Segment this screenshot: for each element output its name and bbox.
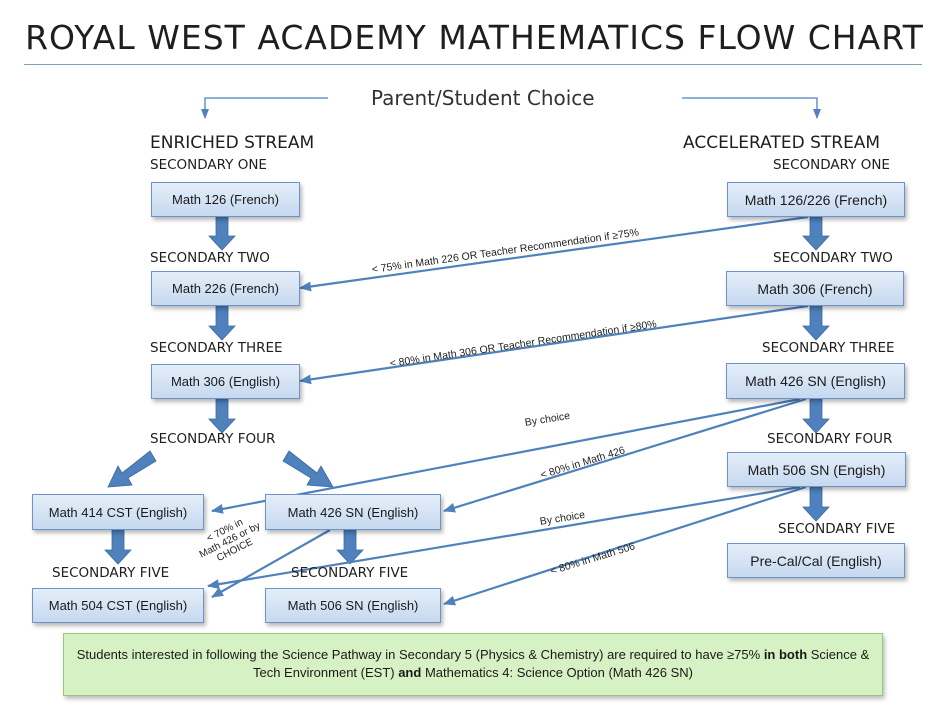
enriched-sec4-label: SECONDARY FOUR <box>150 431 276 447</box>
science-pathway-note: Students interested in following the Sci… <box>63 633 883 696</box>
transition-a4-to-cst5 <box>207 485 801 590</box>
enriched-sec2-label: SECONDARY TWO <box>150 250 270 266</box>
parent-student-choice-label: Parent/Student Choice <box>371 86 595 110</box>
course-math-426-sn-accelerated: Math 426 SN (English) <box>726 363 905 399</box>
cst-sec5-label: SECONDARY FIVE <box>52 565 170 581</box>
transition-a1-to-e2 <box>299 215 809 292</box>
accelerated-sec3-label: SECONDARY THREE <box>762 340 895 356</box>
choice-arrow-right <box>682 97 821 119</box>
course-math-126-226-french: Math 126/226 (French) <box>727 182 905 217</box>
block-arrow-e3-sec4 <box>208 398 236 434</box>
accelerated-sec1-label: SECONDARY ONE <box>773 157 890 173</box>
note-text-bold1: in both <box>763 647 808 662</box>
block-arrow-e1-e2 <box>208 216 236 251</box>
accelerated-sec2-label: SECONDARY TWO <box>773 250 893 266</box>
block-arrow-cst4-cst5 <box>104 529 132 565</box>
note-text-part2: Science & Tech Environment (EST) <box>252 647 870 680</box>
sn-sec5-label: SECONDARY FIVE <box>291 565 409 581</box>
accelerated-sec4-label: SECONDARY FOUR <box>767 431 893 447</box>
block-arrow-a1-a2 <box>802 216 830 251</box>
block-arrow-split-cst <box>107 450 157 488</box>
transition-a3-to-sn4 <box>443 397 807 513</box>
title-divider <box>24 64 922 65</box>
note-text-bold2: and <box>398 665 422 680</box>
block-arrow-a4-a5 <box>802 486 830 522</box>
course-math-426-sn: Math 426 SN (English) <box>265 494 441 530</box>
enriched-stream-label: ENRICHED STREAM <box>150 133 315 153</box>
choice-arrow-left <box>201 97 328 119</box>
note-text-part3: Mathematics 4: Science Option (Math 426 … <box>421 665 694 680</box>
block-arrow-split-sn <box>282 450 334 488</box>
accelerated-sec5-label: SECONDARY FIVE <box>778 521 896 537</box>
course-math-506-sn-accelerated: Math 506 SN (Engish) <box>727 452 906 487</box>
note-text-part1: Students interested in following the Sci… <box>76 647 764 662</box>
course-math-306-french: Math 306 (French) <box>726 271 904 306</box>
block-arrow-a2-a3 <box>802 305 830 341</box>
transition-a3-to-cst4 <box>211 397 801 514</box>
course-math-506-sn: Math 506 SN (English) <box>265 588 441 623</box>
page-title: ROYAL WEST ACADEMY MATHEMATICS FLOW CHAR… <box>25 18 924 57</box>
block-arrow-sn4-sn5 <box>336 529 364 565</box>
course-math-414-cst: Math 414 CST (English) <box>32 494 204 530</box>
course-math-504-cst: Math 504 CST (English) <box>32 588 204 623</box>
block-arrow-e2-e3 <box>208 305 236 341</box>
transition-a4-to-sn5 <box>443 485 807 606</box>
course-precal-cal: Pre-Cal/Cal (English) <box>727 543 905 578</box>
course-math-226-french: Math 226 (French) <box>151 271 300 306</box>
course-math-306-english: Math 306 (English) <box>151 364 300 399</box>
enriched-sec3-label: SECONDARY THREE <box>150 340 283 356</box>
course-math-126-french: Math 126 (French) <box>151 182 300 217</box>
accelerated-stream-label: ACCELERATED STREAM <box>683 133 881 153</box>
transition-sn4-to-cst5 <box>211 529 331 598</box>
transition-a2-to-e3 <box>299 304 809 385</box>
block-arrow-a3-a4 <box>802 398 830 434</box>
enriched-sec1-label: SECONDARY ONE <box>150 157 267 173</box>
